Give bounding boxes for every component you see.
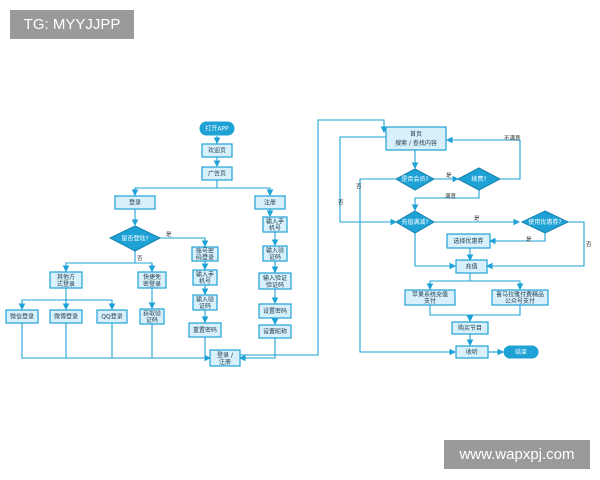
svg-text:搜索 / 查找内容: 搜索 / 查找内容 (395, 139, 437, 147)
svg-text:证码: 证码 (199, 302, 211, 310)
node-input-phone-left: 输入手 机号 (192, 269, 218, 286)
node-welcome: 欢迎页 (201, 143, 233, 158)
svg-text:使用优惠券?: 使用优惠券? (528, 218, 561, 226)
node-input-code-right: 输入验 证码 (262, 245, 288, 262)
node-finish: 结束 (503, 345, 539, 359)
svg-text:喜马拉雅付费精品: 喜马拉雅付费精品 (496, 291, 544, 299)
node-input-phone-right: 输入手 机号 (262, 216, 288, 233)
svg-text:重置密码: 重置密码 (193, 326, 217, 334)
svg-text:登录 /: 登录 / (217, 351, 234, 359)
svg-text:广告页: 广告页 (208, 170, 226, 178)
svg-text:欢迎页: 欢迎页 (208, 147, 226, 155)
node-wechat-pay: 喜马拉雅付费精品 公众号支付 (491, 289, 549, 306)
svg-text:续费?: 续费? (471, 175, 486, 183)
node-recharge: 充值 (455, 259, 488, 274)
svg-text:证码: 证码 (269, 253, 281, 261)
node-listen: 收听 (455, 345, 489, 359)
svg-text:输入验: 输入验 (266, 247, 284, 255)
svg-text:是否会员?: 是否会员? (401, 175, 428, 183)
node-open-app: 打开APP (199, 121, 235, 136)
svg-text:密登录: 密登录 (143, 280, 161, 288)
svg-text:机号: 机号 (199, 277, 211, 285)
svg-text:登录: 登录 (129, 199, 141, 207)
svg-text:微博登录: 微博登录 (54, 313, 78, 321)
node-quick-login: 快捷免 密登录 (137, 271, 167, 289)
decision-is-pay: 续费? (456, 167, 502, 191)
edge-label-no-1: 否 (137, 255, 143, 262)
decision-is-member: 是否会员? (394, 168, 436, 191)
edge-label-yes-4: 是 (526, 236, 532, 243)
edge-label-yes-3: 是 (474, 215, 480, 222)
node-get-code: 获取验 证码 (139, 308, 165, 325)
edge-label-unsatisfied: 不满意 (504, 134, 521, 142)
node-choose-coupon: 选择优惠券 (446, 233, 491, 249)
svg-text:设置昵称: 设置昵称 (263, 328, 287, 336)
edge-label-no-4: 否 (586, 241, 592, 248)
svg-text:结束: 结束 (515, 348, 527, 356)
svg-text:公众号支付: 公众号支付 (505, 297, 535, 305)
svg-text:注册: 注册 (264, 199, 276, 207)
edges-right (339, 136, 585, 356)
node-wechat-login: 微信登录 (5, 309, 39, 324)
node-register: 注册 (254, 195, 286, 210)
node-weibo-login: 微博登录 (49, 309, 83, 324)
svg-text:是否登陆?: 是否登陆? (121, 235, 148, 243)
svg-text:支付: 支付 (424, 297, 436, 305)
node-qq-login: QQ登录 (96, 309, 128, 324)
node-reset-pwd: 重置密码 (188, 322, 222, 338)
svg-text:充值满减?: 充值满减? (401, 218, 428, 226)
svg-text:购买节目: 购买节目 (458, 324, 482, 332)
edge-label-yes-1: 是 (166, 231, 172, 238)
edge-label-no-3: 否 (338, 199, 344, 206)
watermark-top: TG: MYYJJPP (10, 10, 134, 39)
node-login: 登录 (114, 195, 156, 210)
svg-text:账号密: 账号密 (196, 247, 214, 255)
svg-text:机号: 机号 (269, 224, 281, 232)
edge-label-no-2: 否 (356, 183, 362, 190)
svg-text:获取验: 获取验 (143, 310, 161, 318)
svg-text:选择优惠券: 选择优惠券 (453, 237, 483, 245)
node-input-again: 输入验证 验证码 (258, 272, 292, 290)
svg-text:其他方: 其他方 (57, 273, 75, 281)
svg-text:码登录: 码登录 (196, 254, 214, 262)
node-account-pwd: 账号密 码登录 (191, 246, 219, 262)
svg-text:输入手: 输入手 (196, 271, 214, 279)
node-ad-page: 广告页 (201, 166, 233, 181)
svg-text:输入验: 输入验 (196, 296, 214, 304)
node-login-register: 登录 / 注册 (209, 349, 241, 367)
node-other-login: 其他方 式登录 (49, 271, 83, 289)
svg-text:注册: 注册 (219, 358, 231, 366)
svg-text:充值: 充值 (465, 263, 477, 271)
decision-is-recharged: 充值满减? (395, 210, 435, 234)
svg-text:输入验证: 输入验证 (263, 274, 287, 282)
svg-text:式登录: 式登录 (57, 280, 75, 288)
svg-text:设置密码: 设置密码 (263, 307, 287, 315)
decision-use-coupon: 使用优惠券? (520, 210, 570, 234)
node-input-verify-left: 输入验 证码 (192, 294, 218, 311)
svg-text:输入手: 输入手 (266, 218, 284, 226)
edge-label-yes-2: 是 (446, 172, 452, 179)
edges-left (18, 119, 388, 362)
svg-text:苹果系统充值: 苹果系统充值 (412, 291, 448, 299)
decision-is-unlocked: 是否登陆? (108, 225, 162, 252)
svg-text:微信登录: 微信登录 (10, 313, 34, 321)
edge-label-satisfied: 满意 (445, 192, 457, 200)
svg-text:QQ登录: QQ登录 (101, 313, 122, 321)
watermark-bottom: www.wapxpj.com (444, 440, 590, 469)
svg-text:打开APP: 打开APP (205, 125, 229, 133)
svg-text:收听: 收听 (466, 348, 478, 356)
node-apple-pay: 苹果系统充值 支付 (404, 289, 456, 306)
svg-text:验证码: 验证码 (266, 281, 284, 289)
node-set-nickname: 设置昵称 (258, 324, 292, 339)
svg-text:证码: 证码 (146, 316, 158, 324)
node-home: 首页 搜索 / 查找内容 (385, 126, 447, 151)
svg-text:快捷免: 快捷免 (143, 273, 161, 281)
svg-text:首页: 首页 (410, 130, 422, 138)
node-buy-program: 购买节目 (451, 321, 489, 335)
node-set-pwd: 设置密码 (258, 303, 292, 319)
